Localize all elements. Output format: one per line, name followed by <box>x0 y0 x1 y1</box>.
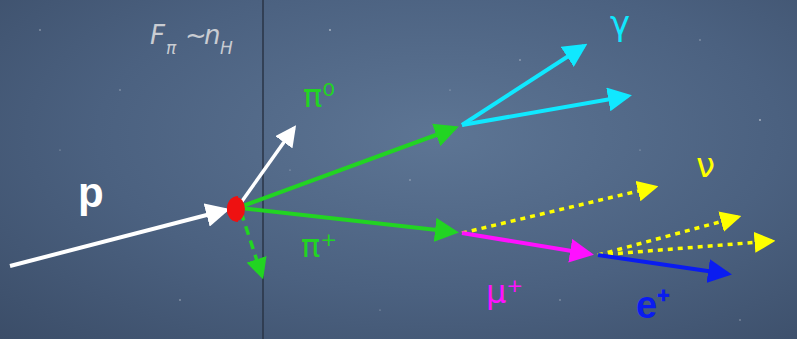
gamma-track <box>462 96 628 125</box>
formula-subscript: π <box>166 40 176 57</box>
neutrino-track <box>462 187 655 233</box>
interaction-point <box>227 197 245 221</box>
positron-track <box>598 255 728 274</box>
proton-track <box>10 210 226 266</box>
formula-operator: ~ <box>185 22 207 48</box>
particle-label: π⁺ <box>301 230 337 262</box>
muon-track <box>462 233 590 254</box>
pion-neutral-track <box>240 128 455 207</box>
neutrino-track <box>598 241 772 255</box>
particle-label: π⁰ <box>303 80 335 112</box>
particle-label: ν <box>696 148 715 182</box>
particle-label: γ <box>610 6 630 40</box>
pion-charged-track <box>240 208 455 232</box>
particle-label: e⁺ <box>636 286 670 324</box>
particle-label: p <box>78 172 104 214</box>
formula-subscript: H <box>220 40 233 57</box>
formula-symbol: F <box>150 22 165 48</box>
secondary-track <box>241 212 262 276</box>
scatter-track <box>240 128 294 204</box>
stars <box>39 29 761 321</box>
formula-symbol: n <box>204 22 220 48</box>
particle-label: μ⁺ <box>486 276 523 308</box>
